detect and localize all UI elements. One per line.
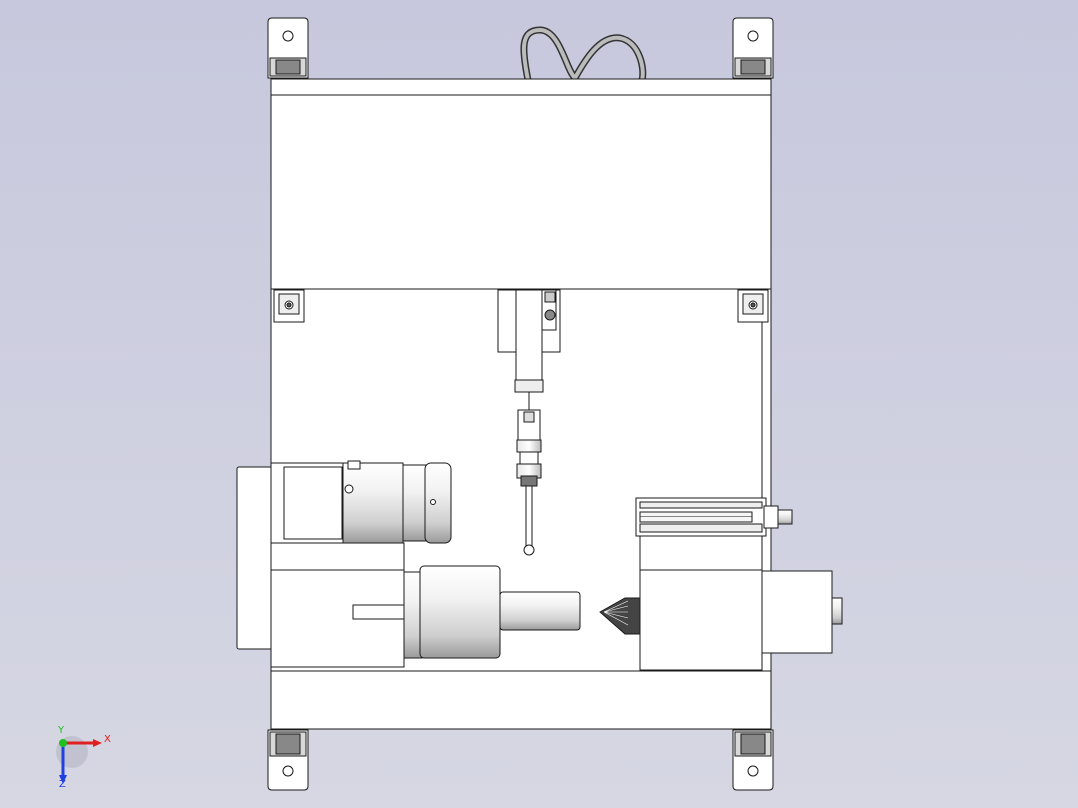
mounting-foot-top-left: [267, 17, 309, 79]
pneumatic-cylinder: [635, 497, 793, 571]
cable: [520, 26, 647, 84]
z-axis-label: Z: [59, 779, 66, 790]
x-axis-label: X: [104, 734, 111, 745]
right-motor-block: [639, 569, 843, 671]
mounting-foot-bottom-right: [732, 729, 774, 791]
bracket-left: [273, 289, 305, 323]
brush-tool: [599, 597, 641, 635]
vertical-slide-assembly: [497, 289, 561, 556]
y-axis-label: Y: [58, 725, 65, 736]
stepper-motor: [236, 460, 452, 650]
orientation-triad[interactable]: [56, 736, 102, 784]
spindle-housing: [270, 542, 581, 668]
mounting-foot-top-right: [732, 17, 774, 79]
mounting-foot-bottom-left: [267, 729, 309, 791]
bracket-right: [737, 289, 769, 323]
